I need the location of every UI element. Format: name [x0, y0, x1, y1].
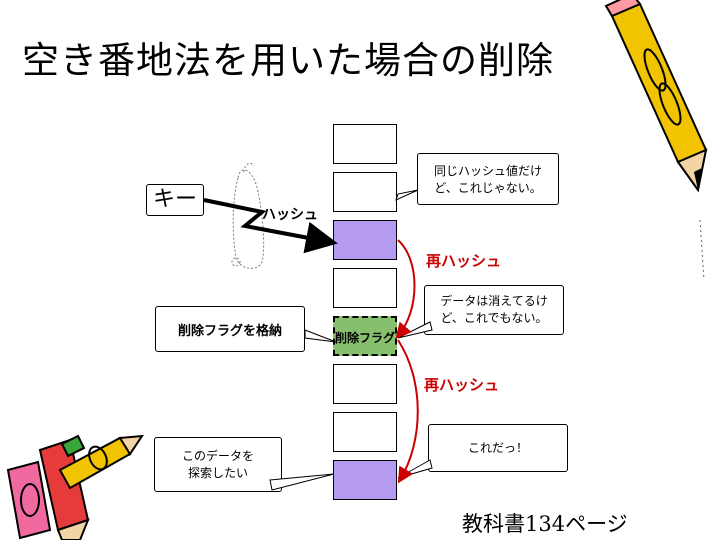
- page-title: 空き番地法を用いた場合の削除: [22, 39, 554, 82]
- table-slot-hash-target: [333, 220, 397, 260]
- callout-line: 削除フラグを格納: [177, 324, 282, 339]
- rehash-arrow: [395, 239, 416, 340]
- key-label: キー: [152, 187, 197, 212]
- callout-found: これだっ！: [428, 424, 568, 472]
- callout-pointer: [304, 329, 337, 343]
- table-slot: [333, 124, 397, 164]
- table-slot-found: [333, 460, 397, 500]
- table-slot: [333, 412, 397, 452]
- table-slot: [333, 172, 397, 212]
- page-reference: 教科書134ページ: [462, 512, 628, 536]
- callout-pointer: [397, 459, 433, 479]
- callout-store-flag: 削除フラグを格納: [155, 306, 305, 352]
- callout-line: ど、これでもない。: [440, 311, 548, 325]
- pencil-icon: [604, 0, 708, 281]
- callout-same-hash: 同じハッシュ値だけ ど、これじゃない。: [417, 153, 559, 205]
- callout-line: これだっ！: [467, 441, 528, 455]
- callout-line: 同じハッシュ値だけ: [433, 164, 542, 178]
- rehash-label: 再ハッシュ: [426, 252, 502, 270]
- table-slot-deleted: 削除フラグ: [333, 316, 397, 356]
- callout-data-gone: データは消えてるけ ど、これでもない。: [424, 285, 564, 335]
- hash-label: ハッシュ: [262, 207, 318, 223]
- rehash-label: 再ハッシュ: [424, 376, 500, 394]
- callout-line: データは消えてるけ: [440, 294, 548, 308]
- callout-pointer: [395, 189, 419, 201]
- callout-line: ど、これじゃない。: [434, 181, 542, 195]
- callout-line: 探索したい: [187, 466, 248, 480]
- callout-line: このデータを: [181, 449, 254, 463]
- table-slot: [333, 364, 397, 404]
- table-slot: [333, 268, 397, 308]
- crayons-icon: [6, 434, 144, 540]
- rehash-arrow: [397, 339, 419, 484]
- deleted-flag-label: 削除フラグ: [335, 331, 396, 345]
- key-box: キー: [146, 184, 204, 216]
- callout-want-delete: このデータを 探索したい: [154, 437, 282, 492]
